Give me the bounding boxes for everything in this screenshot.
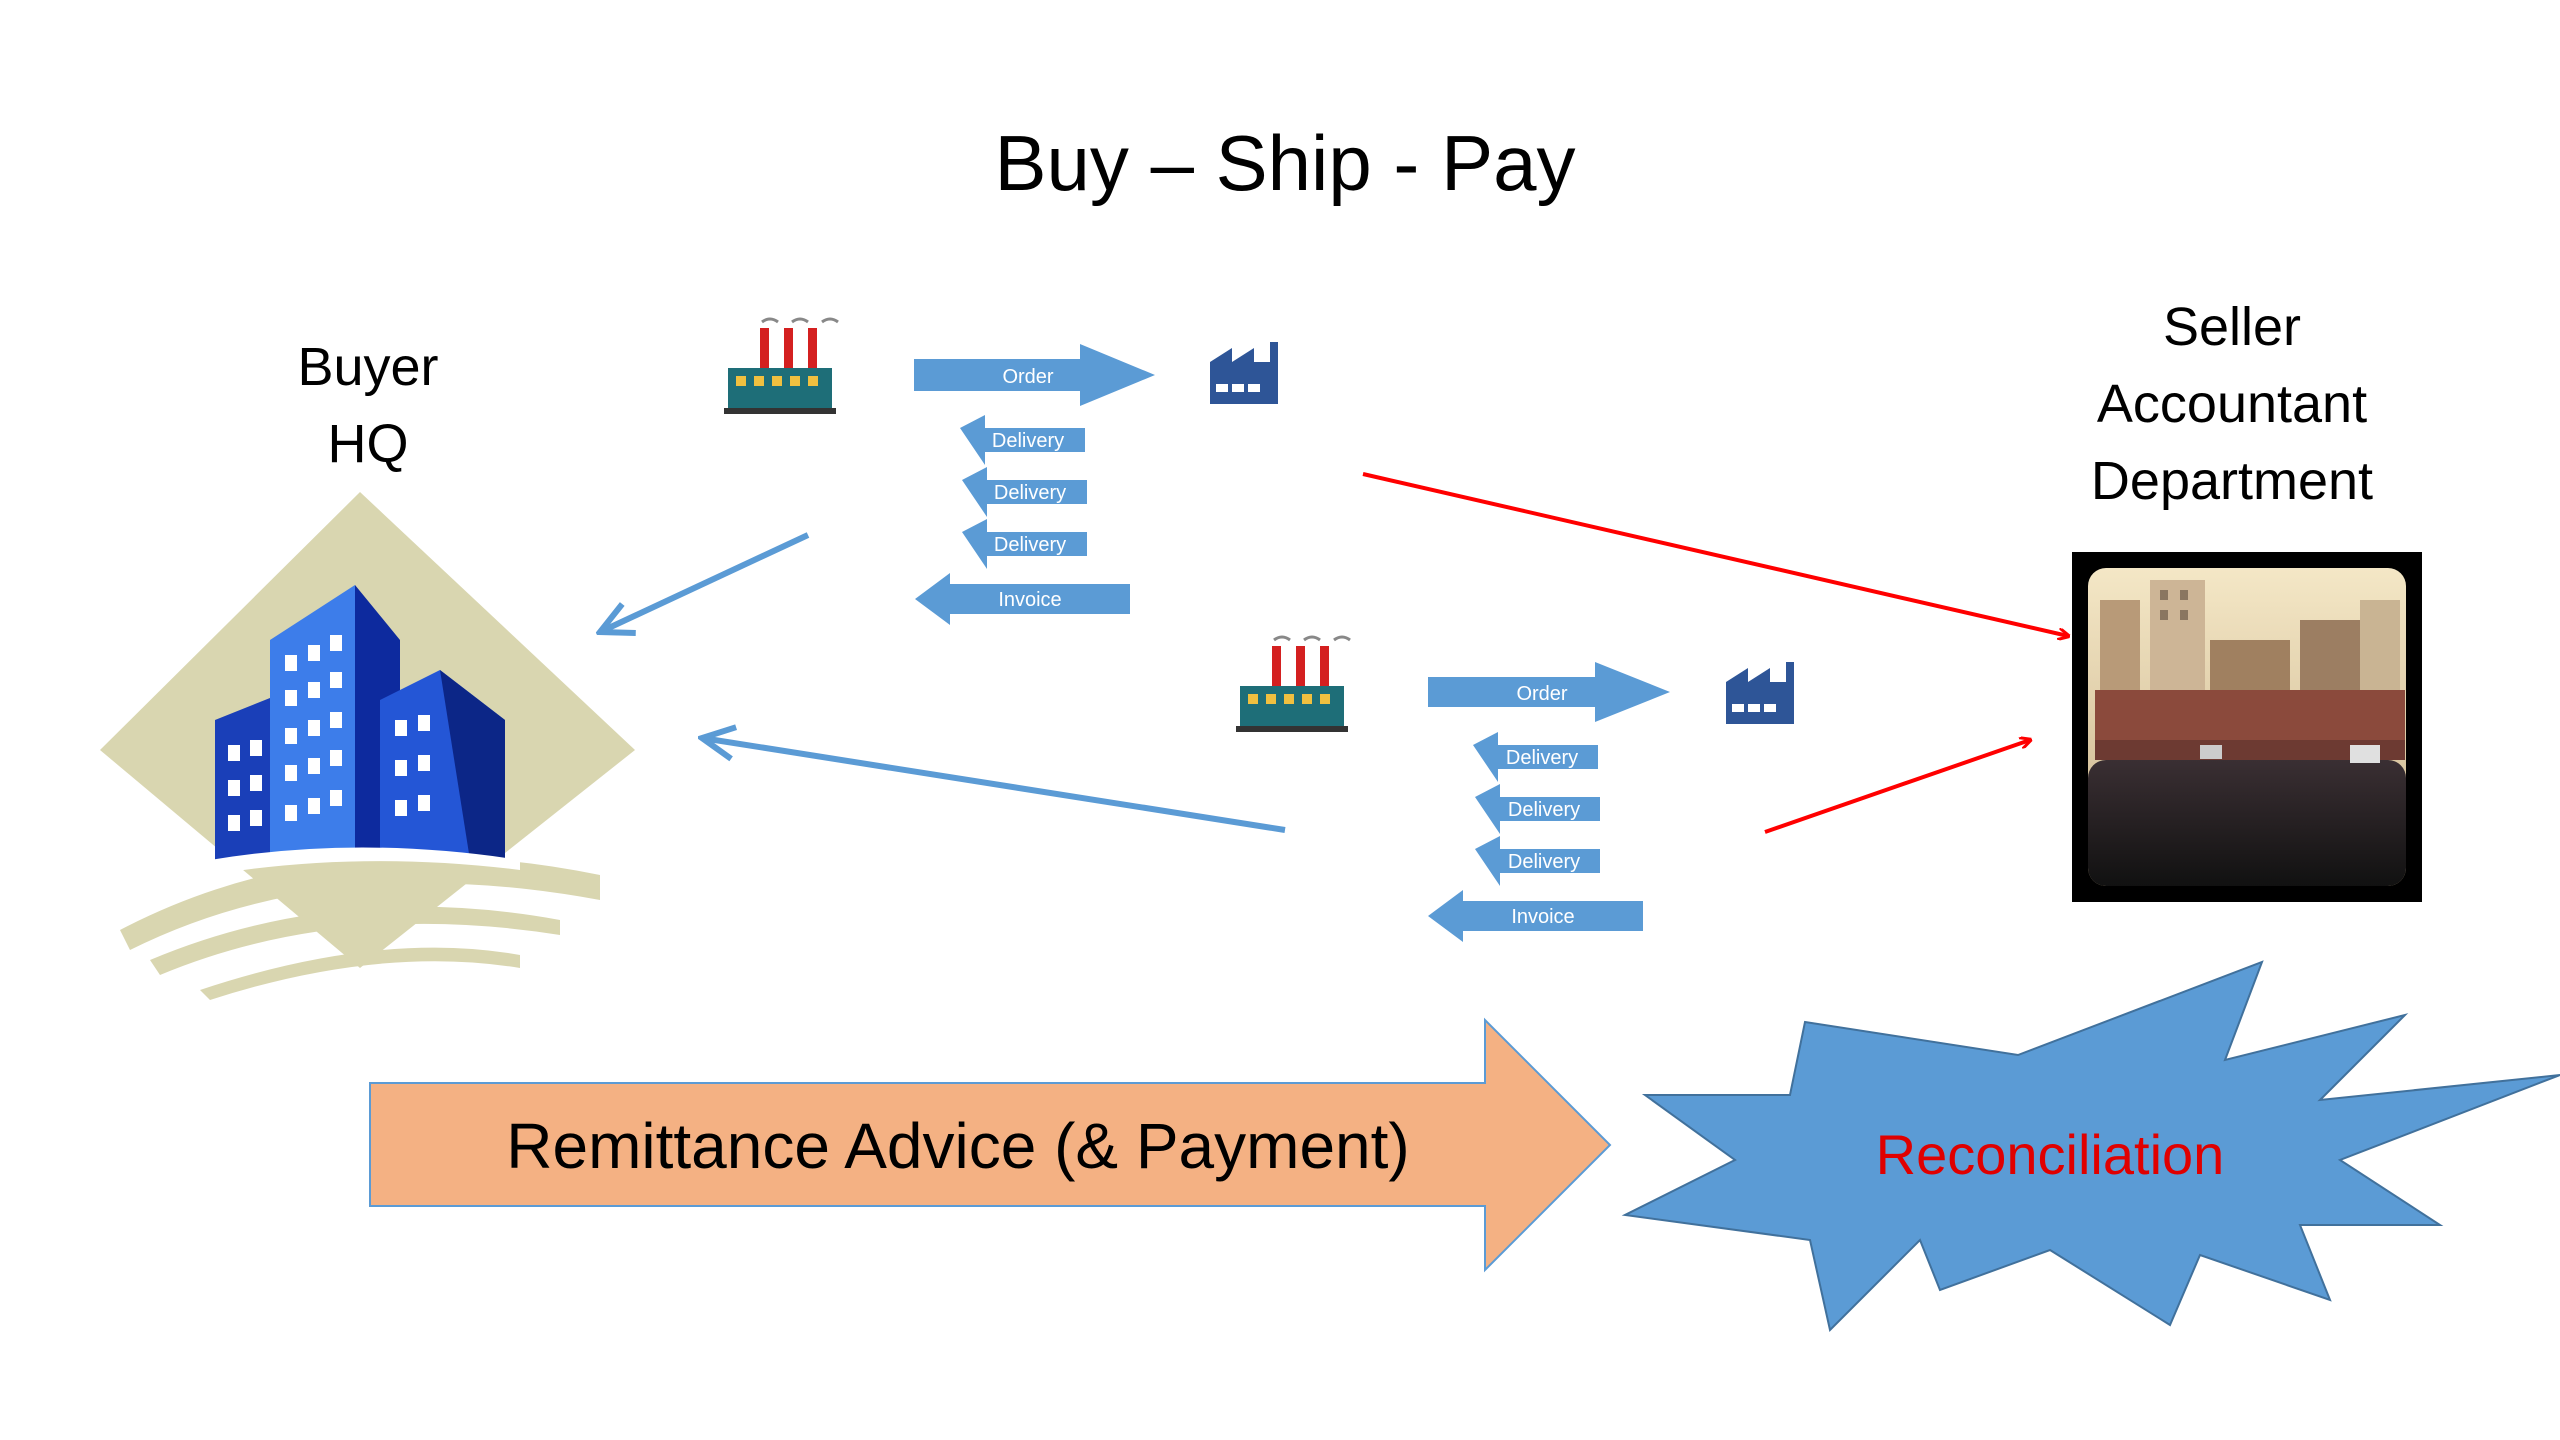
- remittance-arrow: Remittance Advice (& Payment): [369, 1017, 1612, 1273]
- flow-group-1: Order Delivery Delivery Delivery Invoice: [724, 317, 1278, 625]
- delivery-arrow-label: Delivery: [994, 534, 1066, 556]
- slide-title: Buy – Ship - Pay: [995, 119, 1576, 207]
- factory-icon: [724, 317, 839, 414]
- seller-label-line2: Accountant: [2097, 374, 2367, 434]
- invoice-arrow-label: Invoice: [1511, 906, 1574, 928]
- connector-arrow-top: [1362, 472, 2068, 636]
- delivery-arrow-label: Delivery: [994, 482, 1066, 504]
- warehouse-icon: [1210, 342, 1278, 404]
- invoice-arrow: Invoice: [915, 573, 1130, 625]
- order-arrow: Order: [1428, 662, 1670, 722]
- delivery-arrow-label: Delivery: [1508, 799, 1580, 821]
- flow-group-2: Order Delivery Delivery Delivery Invoice: [1236, 635, 1794, 942]
- city-photo: [2072, 552, 2422, 902]
- building-icon: [100, 492, 635, 1000]
- warehouse-icon: [1726, 662, 1794, 724]
- delivery-arrow: Delivery: [1473, 732, 1598, 782]
- remittance-label: Remittance Advice (& Payment): [506, 1110, 1409, 1182]
- reconciliation-label: Reconciliation: [1876, 1123, 2225, 1186]
- invoice-arrow: Invoice: [1428, 890, 1643, 942]
- invoice-arrow-label: Invoice: [998, 589, 1061, 611]
- buyer-label-line2: HQ: [328, 414, 409, 474]
- order-arrow-label: Order: [1002, 366, 1053, 388]
- order-arrow: Order: [914, 344, 1155, 406]
- flow-to-buyer-arrow-bottom: [702, 738, 1286, 833]
- order-arrow-label: Order: [1516, 683, 1567, 705]
- delivery-arrow: Delivery: [962, 467, 1087, 517]
- connector-arrow-bottom: [1764, 740, 2030, 834]
- delivery-arrow-label: Delivery: [992, 430, 1064, 452]
- delivery-arrow-label: Delivery: [1506, 747, 1578, 769]
- seller-label-line1: Seller: [2163, 297, 2301, 357]
- delivery-arrow-label: Delivery: [1508, 851, 1580, 873]
- flow-to-buyer-arrow-top: [600, 532, 810, 632]
- delivery-arrow: Delivery: [960, 415, 1085, 465]
- delivery-arrow: Delivery: [1475, 784, 1600, 834]
- delivery-arrow: Delivery: [1475, 836, 1600, 886]
- delivery-arrow: Delivery: [962, 519, 1087, 569]
- reconciliation-starburst: Reconciliation: [1621, 960, 2560, 1332]
- buyer-label-line1: Buyer: [297, 337, 438, 397]
- seller-label-line3: Department: [2091, 451, 2373, 511]
- factory-icon: [1236, 635, 1351, 732]
